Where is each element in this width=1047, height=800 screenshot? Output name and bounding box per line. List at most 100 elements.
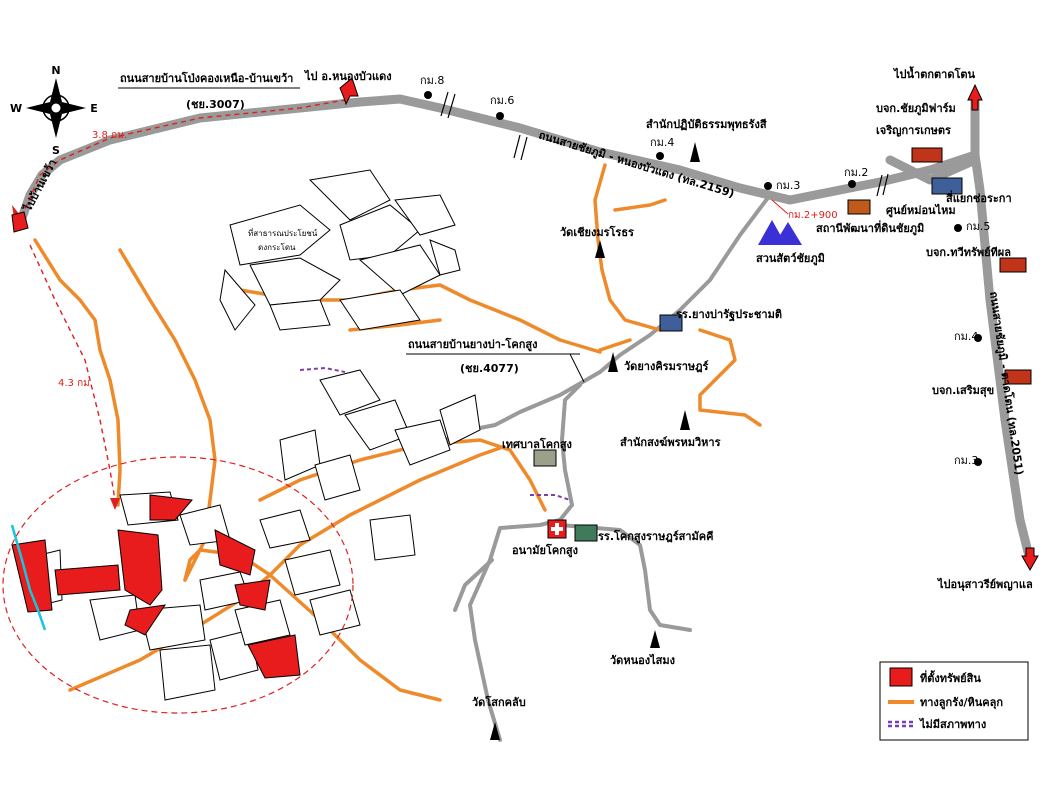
- road-chaiyaphum-nongbuadaeng: [17, 94, 980, 223]
- to-anusawari: ไปอนุสาวรีย์พญาแล: [936, 577, 1033, 592]
- road-yangba-west: [493, 370, 602, 427]
- legend-property-swatch: [889, 667, 913, 687]
- icons: [424, 91, 1032, 740]
- legend-road: ทางลูกรัง/หินคลุก: [920, 696, 1003, 710]
- route-dashed-west: [29, 244, 116, 501]
- km-post-icon: [954, 224, 962, 232]
- temple-icon: [690, 142, 700, 162]
- distance-2: 4.3 กม.: [58, 378, 93, 389]
- to-waterfall: ไปน้ำตกตาดโตน: [892, 66, 976, 81]
- km-post-icon: [424, 91, 432, 99]
- road-to-yangba: [598, 193, 772, 374]
- thawee-label: บจก.ทวีทรัพย์ทีผล: [926, 246, 1011, 259]
- compass-w: W: [10, 102, 22, 115]
- thawee-building-icon: [999, 257, 1027, 273]
- km-post-icon: [974, 334, 982, 342]
- km-label: กม.6: [490, 94, 514, 107]
- parcels-middle: [279, 369, 481, 501]
- public-area-label: ที่สาธารณประโยชน์: [248, 227, 318, 238]
- km-post-icon: [656, 152, 664, 160]
- orange-road-samnak: [698, 328, 762, 427]
- km-post-icon: [974, 458, 982, 466]
- wat-nong-label: วัดหนองไสมง: [610, 653, 675, 667]
- arrow-bankhwao-icon: [11, 211, 29, 233]
- km-post-icon: [848, 180, 856, 188]
- route-arrow: [110, 498, 120, 510]
- school-yangba-label: รร.ยางบ่ารัฐประชามติ: [676, 308, 782, 322]
- main-roads: [17, 94, 1035, 742]
- farm-label: บจก.ชัยภูมิฟาร์ม: [876, 102, 956, 116]
- property-parcel: [124, 604, 167, 636]
- samnak-song-label: สำนักสงฆ์พรหมวิหาร: [620, 436, 721, 449]
- road-2159-label: ถนนสายชัยภูมิ - หนองบัวแดง (ทล.2159): [537, 128, 736, 201]
- no-road-path: [299, 366, 346, 373]
- school-icon: [659, 314, 683, 332]
- arrow-nongbuadaeng-icon: [339, 77, 359, 106]
- farm-building-icon: [911, 147, 943, 163]
- road-to-wat-nong: [558, 523, 692, 632]
- road-4077-label: ถนนสายบ้านยางบ่า-โคกสูง: [408, 337, 537, 352]
- property-parcel: [247, 634, 301, 679]
- charoensuk-label: บจก.เสริมสุข: [932, 384, 994, 398]
- km-label: กม.3: [776, 179, 800, 192]
- temple-icon: [608, 352, 618, 372]
- wat-chaiyo-label: วัดเชียงมรโรธร: [560, 225, 634, 239]
- property-parcel: [54, 564, 121, 596]
- km-post-icon: [496, 112, 504, 120]
- road-stub: [885, 155, 980, 185]
- property-parcel: [214, 529, 256, 576]
- school-khoksung-icon: [574, 524, 598, 542]
- road-chaiyaphum-tatton: [970, 95, 1035, 565]
- parcels-north: [219, 169, 461, 331]
- temple-icon: [680, 410, 690, 430]
- road-yangba-south: [560, 383, 582, 507]
- charoen-label: เจริญการเกษตร: [876, 124, 951, 137]
- training-building-icon: [931, 177, 963, 195]
- road-4077-code: (ชย.4077): [460, 362, 519, 375]
- km-label: กม.8: [420, 74, 444, 87]
- km-label: กม.4: [650, 136, 674, 149]
- km-label: กม.2: [844, 166, 868, 179]
- route-dashed-top: [17, 99, 346, 226]
- compass-n: N: [51, 64, 60, 77]
- orange-road-branch: [613, 198, 667, 212]
- public-area-label2: ดงกระโดน: [258, 242, 296, 252]
- orange-road-west: [33, 238, 122, 507]
- distance-1: 3.8 กม.: [92, 130, 127, 141]
- direction-arrows: [11, 77, 1039, 572]
- property-parcel: [234, 579, 271, 611]
- property-parcel: [117, 529, 163, 606]
- compass-s: S: [52, 144, 60, 157]
- orange-road-wat-chaiyo: [593, 163, 662, 332]
- arrow-anusawari-icon: [1021, 547, 1039, 572]
- stream: [10, 524, 47, 631]
- to-ban-khwao: ไปบ้านเขว้า: [19, 157, 59, 216]
- km-2900-label: กม.2+900: [788, 210, 838, 221]
- road-breaks: [440, 91, 889, 197]
- clinic-label: อนามัยโคกสูง: [512, 543, 578, 558]
- clinic-icon: [547, 519, 567, 539]
- land-station-label: สถานีพัฒนาที่ดินชัยภูมิ: [816, 220, 924, 236]
- property-parcels: [11, 494, 301, 679]
- top-road-code: (ชย.3007): [186, 98, 245, 111]
- compass: N S E W: [10, 64, 98, 157]
- to-nong-bua-daeng: ไป อ.หนองบัวแดง: [303, 69, 392, 83]
- parcels-south: [39, 491, 416, 701]
- property-parcel: [11, 539, 53, 613]
- intersection-label: สี่แยกช่อระกา: [946, 190, 1012, 205]
- municipality-icon: [533, 449, 557, 467]
- property-area-circle: [2, 456, 354, 714]
- property-parcel: [149, 494, 193, 521]
- orange-road-link: [598, 338, 632, 352]
- school-khoksung-label: รร.โคกสูงราษฎร์สามัคคี: [598, 529, 714, 544]
- temple-icon: [650, 630, 660, 648]
- wat-kok-label: วัดโสกคลับ: [472, 695, 526, 709]
- km-label: กม.5: [966, 220, 990, 233]
- wat-yang-label: วัดยางคิรมราษฎร์: [624, 360, 709, 373]
- orange-road-southeast: [268, 573, 442, 702]
- compass-e: E: [90, 102, 98, 115]
- no-road-path: [530, 494, 571, 501]
- land-station-icon: [847, 199, 871, 215]
- km-label: กม.3: [954, 454, 978, 467]
